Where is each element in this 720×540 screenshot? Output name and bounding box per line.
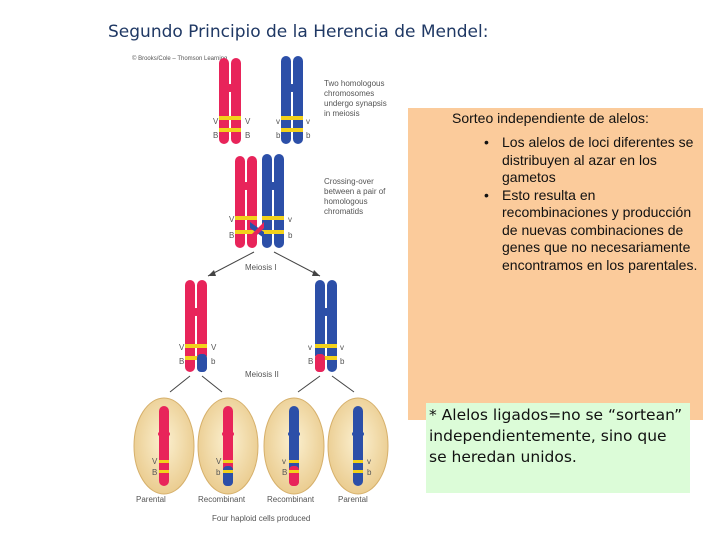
homologous-pair: V V v v B B b b Two homologous chromosom… xyxy=(213,56,387,144)
allele-label: V xyxy=(152,457,158,466)
allele-label: b xyxy=(367,468,372,477)
chromosome-blue-1 xyxy=(281,56,303,144)
allele-label: B xyxy=(245,131,250,140)
allele-label: v xyxy=(367,457,371,466)
meiosis-diagram: © Brooks/Cole – Thomson Learning V V v v xyxy=(132,55,389,523)
bottom-caption: Four haploid cells produced xyxy=(212,514,310,523)
allele-label: v xyxy=(306,117,310,126)
caption-crossing-line: between a pair of xyxy=(324,187,386,196)
allele-label: b xyxy=(340,357,345,366)
meiosis-1-label: Meiosis I xyxy=(245,263,277,272)
meiosis-2-arrows: Meiosis II xyxy=(169,370,355,393)
cell-label: Recombinant xyxy=(267,495,315,504)
allele-label: V xyxy=(213,117,219,126)
allele-label: v xyxy=(288,215,292,224)
independent-assortment-note: Sorteo independiente de alelos: • Los ale… xyxy=(408,108,703,420)
note-bullet-list: • Los alelos de loci diferentes se distri… xyxy=(484,134,700,274)
crossing-over-pair: V v B b Crossing-over between a pair of … xyxy=(229,154,386,248)
allele-label: B xyxy=(308,357,313,366)
figure-credit: © Brooks/Cole – Thomson Learning xyxy=(132,55,227,62)
meiosis-figure: © Brooks/Cole – Thomson Learning V V v v xyxy=(128,50,408,530)
allele-label: v xyxy=(276,117,280,126)
chromosome-red-2 xyxy=(235,156,257,248)
allele-label: V xyxy=(216,457,222,466)
haploid-cell: v B Recombinant xyxy=(263,397,325,504)
note-bullet: • Los alelos de loci diferentes se distri… xyxy=(484,134,700,187)
haploid-cell: v b Parental xyxy=(327,397,389,504)
allele-label: V xyxy=(229,215,235,224)
allele-label: V xyxy=(211,343,217,352)
allele-label: b xyxy=(216,468,221,477)
allele-label: B xyxy=(229,231,234,240)
chromosome-blue-2 xyxy=(262,154,284,248)
haploid-cells: V B Parental V b Recombinant xyxy=(133,397,389,523)
note-bullet: • Esto resulta en recombinaciones y produ… xyxy=(484,187,700,275)
note-bullet-text: Los alelos de loci diferentes se distrib… xyxy=(502,134,694,185)
allele-label: b xyxy=(211,357,216,366)
allele-label: V xyxy=(245,117,251,126)
chromosome-red-3 xyxy=(185,280,207,372)
cell-label: Parental xyxy=(338,495,368,504)
allele-label: B xyxy=(282,468,287,477)
chromosome-blue-3 xyxy=(315,280,337,372)
chromosome-red-1 xyxy=(219,58,241,144)
caption-crossing-line: chromatids xyxy=(324,207,363,216)
haploid-cell: V B Parental xyxy=(133,397,195,504)
meiosis-2-label: Meiosis II xyxy=(245,370,279,379)
caption-crossing-line: Crossing-over xyxy=(324,177,374,186)
allele-label: V xyxy=(179,343,185,352)
meiosis-1-products: V V B b v v B b xyxy=(179,280,345,372)
allele-label: v xyxy=(282,457,286,466)
allele-label: b xyxy=(306,131,311,140)
caption-synapsis-line: undergo synapsis xyxy=(324,99,387,108)
cell-label: Parental xyxy=(136,495,166,504)
caption-synapsis-line: in meiosis xyxy=(324,109,360,118)
meiosis-1-arrows: Meiosis I xyxy=(207,251,321,277)
allele-label: v xyxy=(340,343,344,352)
allele-label: v xyxy=(308,343,312,352)
allele-label: B xyxy=(179,357,184,366)
allele-label: B xyxy=(213,131,218,140)
linked-alleles-note: * Alelos ligados=no se “sortean” indepen… xyxy=(426,403,690,493)
allele-label: b xyxy=(288,231,293,240)
page-title: Segundo Principio de la Herencia de Mend… xyxy=(108,22,489,42)
caption-synapsis-line: chromosomes xyxy=(324,89,374,98)
haploid-cell: V b Recombinant xyxy=(197,397,259,504)
cell-label: Recombinant xyxy=(198,495,246,504)
crossover-segment xyxy=(252,222,264,240)
caption-crossing-line: homologous xyxy=(324,197,368,206)
note-bullet-text: Esto resulta en recombinaciones y produc… xyxy=(502,186,698,273)
note-heading: Sorteo independiente de alelos: xyxy=(452,110,649,126)
caption-synapsis-line: Two homologous xyxy=(324,79,384,88)
bullet-icon: • xyxy=(484,186,489,203)
allele-label: b xyxy=(276,131,281,140)
bullet-icon: • xyxy=(484,134,489,150)
allele-label: B xyxy=(152,468,157,477)
